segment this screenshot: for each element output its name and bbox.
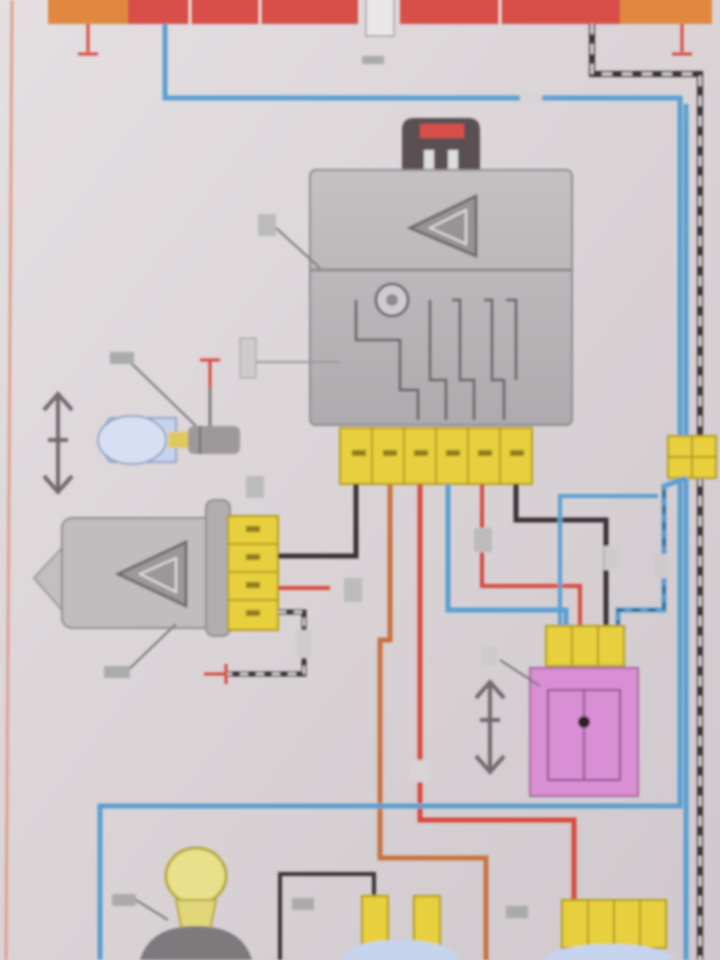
label-mark-right-a [604,546,620,570]
switch-leader-line [125,623,177,673]
bulb-leader-line [129,361,197,427]
label-mark-bottom-mid [292,898,314,910]
bottom-bulb-leader [135,899,169,921]
flasher-relay-icon [309,118,573,426]
leader-line-relay [275,227,321,269]
label-mark-switch-top [246,476,264,498]
label-mark-relay [258,214,276,236]
ground-symbol-icon [200,358,220,388]
wire-red-relay-down [417,484,577,900]
double-arrow-icon [42,390,74,496]
wire-black-switch-relay [278,484,359,559]
center-terminal [365,0,395,37]
label-mark-bottom-right [506,906,528,918]
wire-label-mark [520,93,542,103]
switch-connector [227,515,279,631]
label-mark-gray [474,528,492,552]
bulb-icon [97,415,240,465]
center-label-mark [362,56,384,64]
label-mark-module [482,646,498,666]
tail-light-right [400,0,712,24]
label-mark-ground [296,630,312,658]
label-mark-switch [104,666,130,678]
bottom-connector-right [540,899,676,960]
ground-symbol-icon [204,664,228,684]
label-mark-red [344,578,362,602]
label-mark-bulb [110,352,134,364]
wire-blue-bottom [97,478,683,960]
relay-connector [339,427,533,485]
side-connector-right [667,435,717,479]
module-leader-line [499,659,541,687]
label-mark-small [239,337,257,379]
warning-triangle-icon [406,193,478,259]
bottom-connector-middle [340,895,460,960]
double-arrow-icon [474,678,506,776]
module-connector [545,625,625,667]
label-mark-bottom-bulb [112,894,136,906]
wire-blue-top [162,24,683,440]
wire-black-bottom [278,872,376,960]
tail-light-left [48,0,358,24]
ground-symbol-icon [672,24,692,56]
border-line-left [4,0,14,960]
magenta-module [529,667,639,797]
bulb-icon [140,846,252,960]
wire-blue-module-right [558,494,658,628]
warning-triangle-icon [114,539,188,609]
ground-symbol-icon [78,24,98,56]
wire-brown-relay-down [377,484,489,960]
wire-label-mark [410,760,430,782]
label-mark-right-b [654,554,668,578]
wire-blue-relay-module [445,484,569,628]
hazard-switch-icon [32,499,231,637]
